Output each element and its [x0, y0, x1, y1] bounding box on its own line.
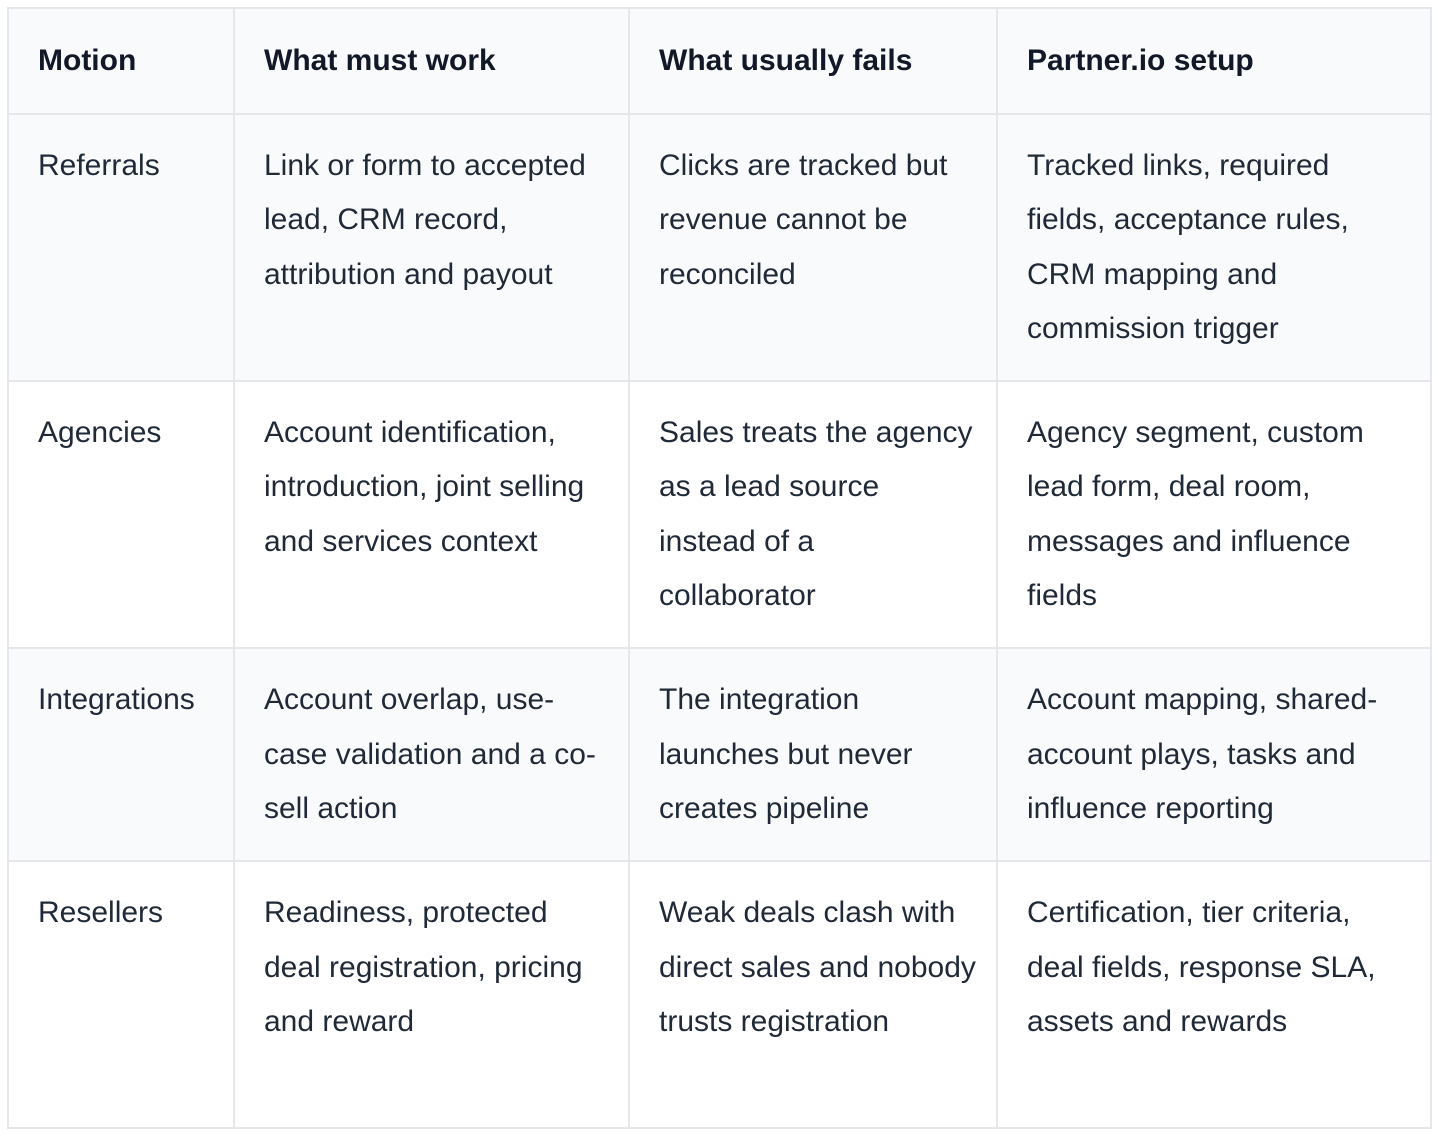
cell-setup: Certification, tier criteria, deal field… — [996, 860, 1432, 1130]
cell-must-work: Account overlap, use-case validation and… — [233, 647, 630, 863]
cell-motion: Integrations — [7, 647, 235, 863]
cell-setup: Account mapping, shared-account plays, t… — [996, 647, 1432, 863]
cell-setup: Agency segment, custom lead form, deal r… — [996, 380, 1432, 650]
header-partner-setup: Partner.io setup — [996, 7, 1432, 115]
cell-usually-fails: The integration launches but never creat… — [628, 647, 998, 863]
table-row: Integrations Account overlap, use-case v… — [7, 647, 1432, 863]
table-row: Resellers Readiness, protected deal regi… — [7, 860, 1432, 1130]
header-what-usually-fails: What usually fails — [628, 7, 998, 115]
cell-setup: Tracked links, required fields, acceptan… — [996, 112, 1432, 383]
partner-motions-table-container: Motion What must work What usually fails… — [7, 7, 1432, 1130]
cell-usually-fails: Clicks are tracked but revenue cannot be… — [628, 112, 998, 383]
table-row: Referrals Link or form to accepted lead,… — [7, 112, 1432, 383]
table-header: Motion What must work What usually fails… — [7, 7, 1432, 115]
cell-must-work: Readiness, protected deal registration, … — [233, 860, 630, 1130]
header-what-must-work: What must work — [233, 7, 630, 115]
header-motion: Motion — [7, 7, 235, 115]
table-row: Agencies Account identification, introdu… — [7, 380, 1432, 650]
cell-motion: Referrals — [7, 112, 235, 383]
table-body: Referrals Link or form to accepted lead,… — [7, 112, 1432, 1130]
partner-motions-table: Motion What must work What usually fails… — [7, 7, 1432, 1130]
cell-motion: Resellers — [7, 860, 235, 1130]
cell-must-work: Link or form to accepted lead, CRM recor… — [233, 112, 630, 383]
cell-motion: Agencies — [7, 380, 235, 650]
cell-usually-fails: Weak deals clash with direct sales and n… — [628, 860, 998, 1130]
header-row: Motion What must work What usually fails… — [7, 7, 1432, 115]
cell-must-work: Account identification, introduction, jo… — [233, 380, 630, 650]
cell-usually-fails: Sales treats the agency as a lead source… — [628, 380, 998, 650]
